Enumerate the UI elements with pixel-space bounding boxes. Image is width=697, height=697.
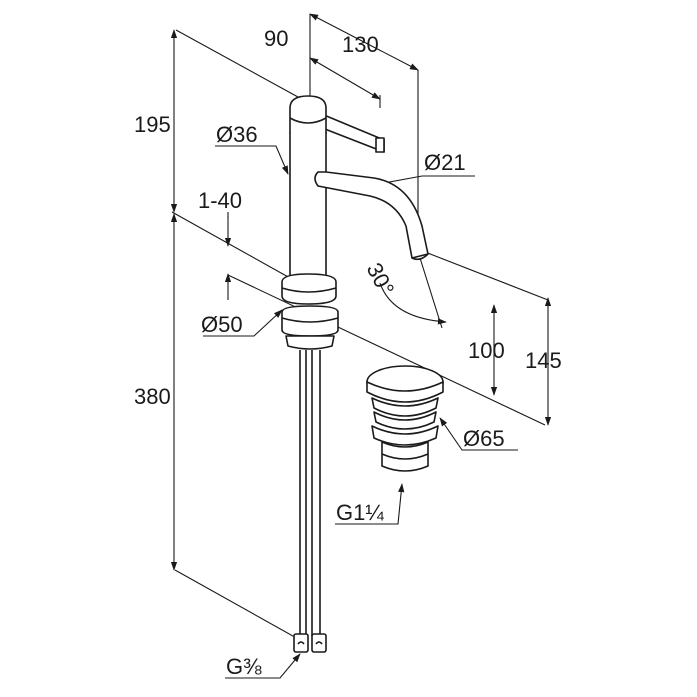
- leader-lines: [203, 145, 518, 679]
- thread-g38-label: G⅜: [226, 654, 262, 679]
- hose-connector-left: [293, 633, 309, 653]
- waste-body: [381, 441, 429, 472]
- dim-195-label: 195: [134, 112, 171, 137]
- dimension-lines: [170, 13, 552, 571]
- dim-90-label: 90: [264, 26, 288, 51]
- dim-21-label: Ø21: [424, 150, 466, 175]
- spout: [314, 171, 429, 259]
- dim-130-label: 130: [342, 32, 379, 57]
- mounting-nut: [281, 305, 339, 337]
- dim-1-40-label: 1-40: [198, 188, 242, 213]
- angle-30-label: 30°: [362, 259, 400, 300]
- dimension-labels: 90 130 195 Ø36 Ø21 1-40 30° Ø50 100 145 …: [134, 26, 562, 679]
- thread-g114-label: G1¼: [336, 500, 384, 525]
- pop-up-waste: [366, 365, 444, 472]
- dim-36-label: Ø36: [216, 122, 258, 147]
- dim-145-label: 145: [525, 348, 562, 373]
- mixer-tap: [281, 95, 429, 653]
- dim-380-label: 380: [134, 384, 171, 409]
- dim-100-label: 100: [468, 338, 505, 363]
- dim-65-label: Ø65: [463, 426, 505, 451]
- base-escutcheon: [281, 273, 337, 305]
- supply-hoses: [299, 350, 321, 636]
- dim-50-label: Ø50: [201, 312, 243, 337]
- column-body: [289, 132, 327, 279]
- hose-connector-right: [311, 633, 327, 653]
